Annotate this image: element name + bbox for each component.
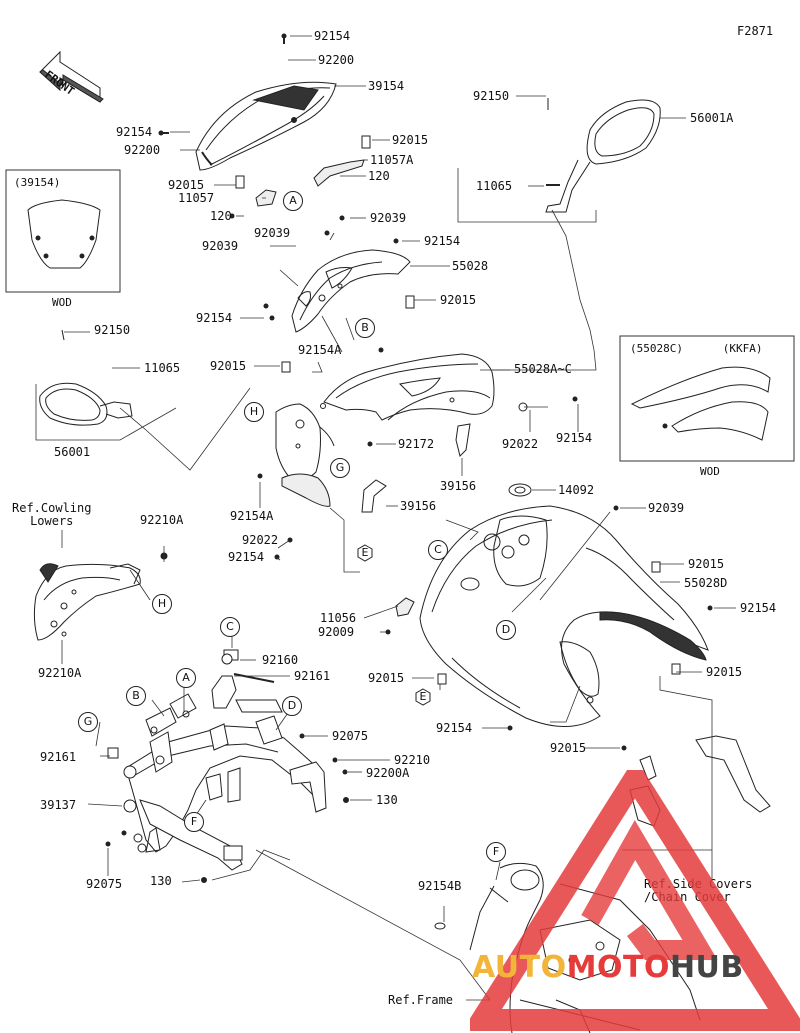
- part-label: 14092: [558, 483, 595, 497]
- part-label: 92154: [556, 431, 593, 445]
- figure-code: F2871: [737, 24, 774, 38]
- part-label: 92154: [740, 601, 777, 615]
- part-label: 92022: [242, 533, 279, 547]
- part-label: 92154B: [418, 879, 462, 893]
- part-label: 39156: [440, 479, 477, 493]
- ref-marker-a: A: [176, 668, 196, 688]
- part-label: 55028A~C: [514, 362, 572, 376]
- ref-frame: Ref.Frame: [388, 993, 454, 1007]
- part-label: 92009: [318, 625, 355, 639]
- part-label: 92154: [314, 29, 351, 43]
- part-label: 92154: [196, 311, 233, 325]
- ref-marker-d: D: [282, 696, 302, 716]
- part-label: 92154: [116, 125, 153, 139]
- part-label: 56001A: [690, 111, 734, 125]
- part-label: 55028D: [684, 576, 728, 590]
- part-label: 92154: [228, 550, 265, 564]
- inset-header-cowl: (55028C) (KKFA): [630, 342, 763, 355]
- part-label: 92015: [168, 178, 205, 192]
- windshield-inset-box: [5, 169, 121, 293]
- part-label: 92075: [86, 877, 123, 891]
- part-label: 92015: [392, 133, 429, 147]
- part-label: 55028: [452, 259, 489, 273]
- part-label: 92015: [368, 671, 405, 685]
- ref-marker-h: H: [152, 594, 172, 614]
- part-label: 92015: [550, 741, 587, 755]
- part-label: 92015: [440, 293, 477, 307]
- part-label: 92210A: [140, 513, 184, 527]
- part-label: 92154A: [298, 343, 342, 357]
- part-label: 92161: [40, 750, 77, 764]
- part-label: 92200: [124, 143, 161, 157]
- part-label: 92172: [398, 437, 435, 451]
- cowl-inset-box: [619, 335, 795, 462]
- part-label: 92160: [262, 653, 299, 667]
- part-label: 92154A: [230, 509, 274, 523]
- part-label: 11065: [476, 179, 513, 193]
- ref-marker-b: B: [355, 318, 375, 338]
- part-label: 11057: [178, 191, 215, 205]
- part-label: 92022: [502, 437, 539, 451]
- ref-marker-c: C: [428, 540, 448, 560]
- part-label: 39156: [400, 499, 437, 513]
- ref-marker-h: H: [244, 402, 264, 422]
- part-label: 130: [150, 874, 172, 888]
- inset-footer-windshield: WOD: [52, 296, 72, 309]
- part-label: 92039: [648, 501, 685, 515]
- part-label: 92039: [370, 211, 407, 225]
- part-label: 92161: [294, 669, 331, 683]
- part-label: 92150: [473, 89, 510, 103]
- cowl-stay-frame: [107, 649, 327, 871]
- part-label: 92210A: [38, 666, 82, 680]
- ref-marker-e: E: [356, 544, 374, 562]
- ref-marker-f: F: [184, 812, 204, 832]
- part-label: 130: [376, 793, 398, 807]
- inset-footer-cowl: WOD: [700, 465, 720, 478]
- front-arrow-icon: [39, 50, 104, 103]
- ref-marker-g: G: [330, 458, 350, 478]
- part-label: 92039: [202, 239, 239, 253]
- part-label: 92200: [318, 53, 355, 67]
- part-label: 120: [368, 169, 390, 183]
- part-label: 39137: [40, 798, 77, 812]
- ref-marker-b: B: [126, 686, 146, 706]
- ref-marker-f: F: [486, 842, 506, 862]
- part-label: 56001: [54, 445, 91, 459]
- ref-marker-g: G: [78, 712, 98, 732]
- part-label: 39154: [368, 79, 405, 93]
- part-label: 92210: [394, 753, 431, 767]
- ref-marker-e: E: [414, 688, 432, 706]
- part-label: 92200A: [366, 766, 410, 780]
- inset-header-windshield: (39154): [14, 176, 61, 189]
- part-label: 11056: [320, 611, 357, 625]
- ref-marker-d: D: [496, 620, 516, 640]
- ref-side-covers: Ref.Side Covers /Chain Cover: [644, 877, 753, 904]
- part-label: 92015: [688, 557, 725, 571]
- part-label: 11065: [144, 361, 181, 375]
- part-label: 92154: [424, 234, 461, 248]
- watermark-text: AUTOMOTOHUB: [472, 950, 744, 985]
- ref-marker-a: A: [283, 191, 303, 211]
- ref-marker-c: C: [220, 617, 240, 637]
- part-label: 92015: [706, 665, 743, 679]
- ref-cowling-lowers: Ref.Cowling Lowers: [12, 501, 92, 528]
- part-label: 120: [210, 209, 232, 223]
- part-label: 11057A: [370, 153, 414, 167]
- part-label: 92154: [436, 721, 473, 735]
- part-label: 92039: [254, 226, 291, 240]
- part-label: 92015: [210, 359, 247, 373]
- part-label: 92075: [332, 729, 369, 743]
- part-label: 92150: [94, 323, 131, 337]
